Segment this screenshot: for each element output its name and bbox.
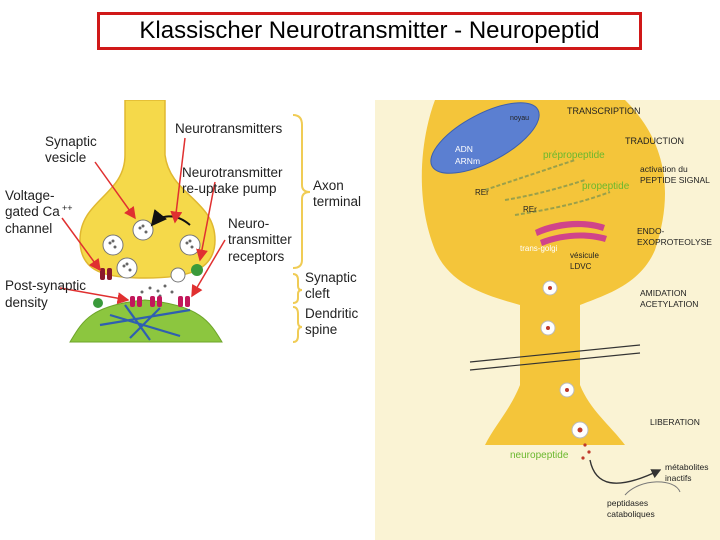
neuron-body — [421, 100, 665, 445]
peptidase-arc — [624, 481, 681, 496]
label-receptors: Neuro- transmitter receptors — [228, 216, 296, 264]
axon-terminal-shape — [79, 100, 216, 279]
label-traduction: TRADUCTION — [625, 136, 684, 146]
slide-title: Klassischer Neurotransmitter - Neuropept… — [97, 12, 642, 50]
label-neurotransmitters: Neurotransmitters — [175, 121, 283, 136]
label-reuptake-pump: Neurotransmitter re-uptake pump — [182, 165, 286, 196]
label-endo-exoproteolyse: ENDO- EXOPROTEOLYSE — [637, 226, 712, 247]
label-dendritic-spine: Dendritic spine — [305, 306, 362, 337]
calcium-channel — [100, 268, 112, 280]
synaptic-vesicles — [102, 219, 201, 283]
rough-er — [514, 191, 611, 216]
nucleus — [430, 102, 540, 174]
vesicle-contents — [108, 224, 194, 272]
vesicle — [170, 267, 186, 283]
label-amidation-acetylation: AMIDATION ACETYLATION — [640, 288, 698, 309]
label-axon-terminal: Axon terminal — [313, 178, 361, 209]
label-ca-superscript: ++ — [62, 203, 73, 213]
reuptake-pump — [93, 298, 103, 308]
vesicle — [179, 234, 201, 256]
reuptake-pump — [191, 264, 203, 276]
label-metabolites-inactifs: métabolites inactifs — [665, 462, 711, 483]
released-neurotransmitters — [140, 284, 174, 298]
label-synaptic-vesicle: Synaptic vesicle — [45, 134, 101, 165]
released-peptides — [581, 443, 591, 460]
label-prepropeptide: prépropeptide — [543, 150, 605, 161]
label-transcription: TRANSCRIPTION — [567, 106, 641, 116]
vesicle — [132, 219, 154, 241]
spine-filaments — [99, 304, 191, 341]
label-rer-1: REr — [475, 188, 489, 197]
label-noyau: noyau — [510, 115, 529, 122]
vesicle — [102, 234, 124, 256]
label-ca-channel: Voltage- gated Ca channel — [5, 188, 64, 236]
vesicle — [116, 257, 138, 279]
synapse-diagram: Synaptic vesicle Neurotransmitters Neuro… — [5, 100, 362, 343]
reuptake-arrow — [150, 209, 191, 227]
label-adn-arnm: ADN ARNm — [455, 144, 480, 166]
axon-cut-line — [469, 344, 641, 363]
label-propeptide: propeptide — [582, 181, 630, 192]
label-braces — [292, 114, 311, 343]
label-post-synaptic-density: Post-synaptic density — [5, 278, 90, 310]
label-activation-peptide-signal: activation du PEPTIDE SIGNAL — [640, 164, 710, 185]
neurotransmitter-receptors — [130, 296, 190, 307]
label-peptidases-cataboliques: peptidases cataboliques — [607, 498, 655, 519]
label-liberation: LIBERATION — [650, 417, 700, 427]
label-neuropeptide: neuropeptide — [510, 450, 569, 461]
degradation-arrow — [589, 459, 662, 484]
label-trans-golgi: trans-golgi — [520, 244, 558, 253]
vesicle-cores — [546, 286, 583, 433]
rough-er — [484, 159, 576, 191]
label-synaptic-cleft: Synaptic cleft — [305, 270, 361, 301]
neuropeptide-diagram: noyau TRANSCRIPTION ADN ARNm TRADUCTION … — [375, 100, 720, 540]
label-arrows — [59, 137, 226, 305]
rough-er — [504, 179, 586, 201]
slide-title-text: Klassischer Neurotransmitter - Neuropept… — [139, 17, 600, 44]
label-vesicule-ldvc: vésicule LDVC — [570, 251, 601, 271]
axon-cut-line — [469, 352, 641, 371]
golgi-apparatus — [535, 220, 607, 246]
label-rer-2: REr — [523, 205, 537, 214]
